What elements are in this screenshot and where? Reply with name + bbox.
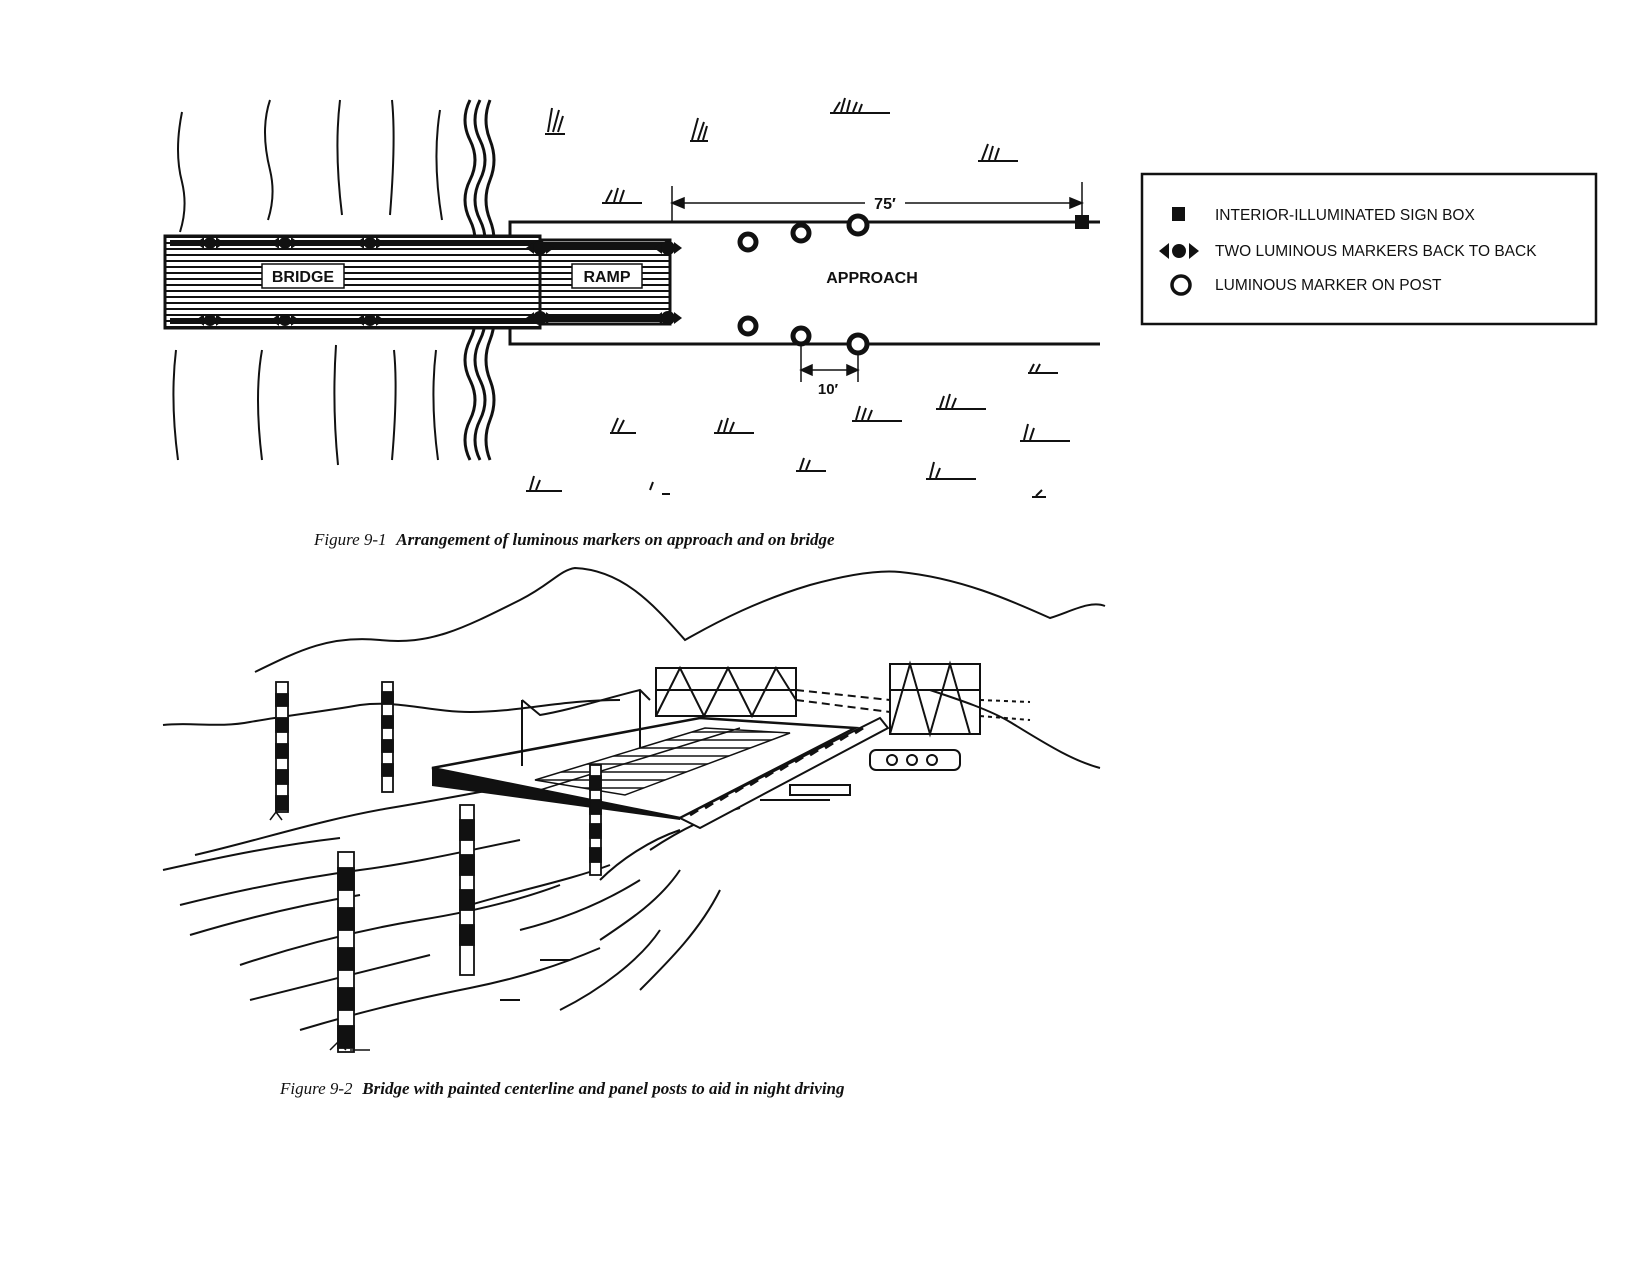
figure-9-2-title: Bridge with painted centerline and panel… bbox=[361, 1079, 845, 1098]
legend: INTERIOR-ILLUMINATED SIGN BOX TWO LUMINO… bbox=[1140, 172, 1598, 326]
dimension-10-label: 10′ bbox=[818, 381, 839, 398]
panel-post bbox=[275, 681, 289, 813]
panel-post bbox=[337, 851, 355, 1053]
bridge-truss bbox=[655, 660, 1031, 738]
panel-post bbox=[381, 681, 394, 793]
bridge-marker-rails bbox=[170, 240, 670, 324]
approach-label: APPROACH bbox=[826, 270, 918, 287]
ramp-label: RAMP bbox=[583, 269, 630, 286]
figure-9-1-title: Arrangement of luminous markers on appro… bbox=[395, 530, 835, 549]
figure-9-1-number: Figure 9-1 bbox=[313, 530, 387, 549]
bridge-label: BRIDGE bbox=[272, 269, 335, 286]
double-markers bbox=[196, 237, 682, 326]
hill-line bbox=[162, 689, 1101, 769]
figure-9-2-illustration bbox=[162, 566, 1106, 1053]
ring-marker-icon bbox=[1170, 274, 1192, 296]
dimension-10 bbox=[799, 344, 860, 382]
legend-box bbox=[1140, 172, 1598, 326]
dimension-75 bbox=[670, 182, 1084, 222]
post-markers bbox=[737, 213, 870, 356]
figure-9-2-number: Figure 9-2 bbox=[279, 1079, 353, 1098]
figure-9-2-caption: Figure 9-2 Bridge with painted centerlin… bbox=[279, 1079, 845, 1098]
figure-9-1-caption: Figure 9-1 Arrangement of luminous marke… bbox=[313, 530, 835, 549]
figure-9-1-diagram: BRIDGE RAMP APPROACH 75′ 10′ bbox=[163, 97, 1100, 498]
double-marker-icon bbox=[1159, 243, 1199, 259]
square-sign-box-icon bbox=[1172, 207, 1185, 221]
abutment bbox=[760, 749, 961, 801]
grass-tufts bbox=[526, 97, 1070, 498]
approach-road bbox=[165, 220, 1100, 346]
panel-posts bbox=[275, 681, 602, 1053]
dimension-75-label: 75′ bbox=[874, 196, 896, 213]
panel-post bbox=[589, 764, 602, 876]
legend-item-sign-box: INTERIOR-ILLUMINATED SIGN BOX bbox=[1215, 207, 1475, 224]
sign-box bbox=[1075, 215, 1089, 229]
mountain-ridge bbox=[254, 566, 1106, 673]
panel-post bbox=[459, 804, 475, 976]
legend-item-post-marker: LUMINOUS MARKER ON POST bbox=[1215, 277, 1442, 294]
legend-item-double-marker: TWO LUMINOUS MARKERS BACK TO BACK bbox=[1215, 243, 1537, 260]
bridge-deck bbox=[163, 234, 542, 330]
